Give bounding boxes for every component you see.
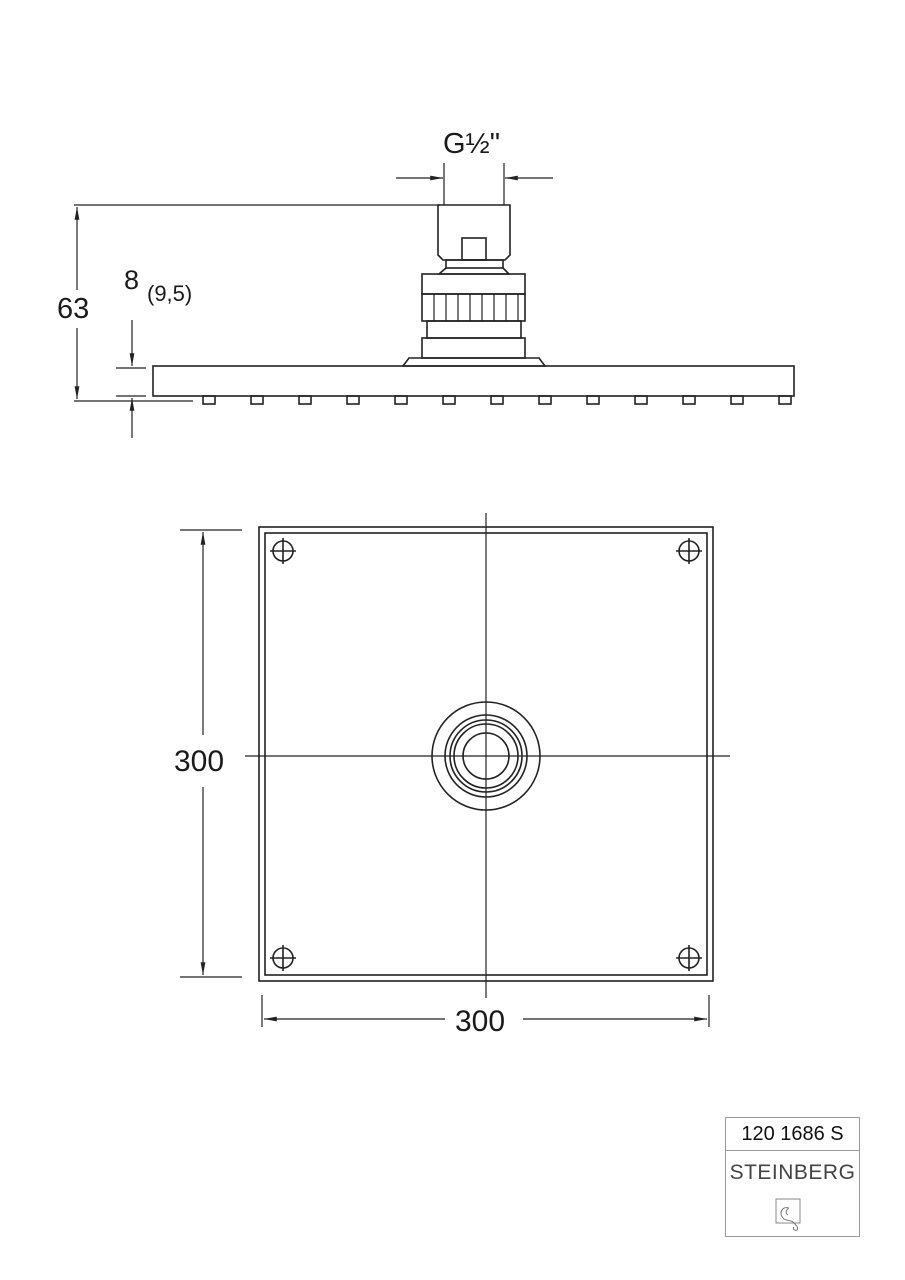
title-block: 120 1686 S STEINBERG <box>725 1117 860 1237</box>
mounting-hole-icon <box>676 538 702 564</box>
height-300-dimension: 300 <box>174 529 242 978</box>
brand-name: STEINBERG <box>729 1161 856 1184</box>
mounting-hole-icon <box>676 945 702 971</box>
thickness-alt-label: (9,5) <box>147 281 192 306</box>
part-number: 120 1686 S <box>726 1118 859 1151</box>
nozzles <box>202 395 792 405</box>
height-label: 63 <box>57 293 89 325</box>
height-300-label: 300 <box>174 745 224 778</box>
width-300-dimension: 300 <box>261 995 710 1038</box>
mounting-hole-icon <box>270 945 296 971</box>
thickness-label: 8 <box>124 265 139 295</box>
shower-plate-side <box>152 365 795 397</box>
height-dimension: 63 <box>57 204 440 402</box>
steinberg-logo-icon <box>775 1198 801 1231</box>
top-view: 300 300 <box>174 513 730 1038</box>
thread-dimension: G½" <box>396 128 553 205</box>
thread-label: G½" <box>443 128 500 160</box>
connector-body <box>401 204 547 367</box>
plate-thickness-dimension: 8 (9,5) <box>116 265 192 438</box>
center-connector-icon <box>431 701 541 811</box>
width-300-label: 300 <box>455 1005 505 1038</box>
mounting-hole-icon <box>270 538 296 564</box>
side-view: G½" 63 8 (9,5) <box>57 128 795 438</box>
